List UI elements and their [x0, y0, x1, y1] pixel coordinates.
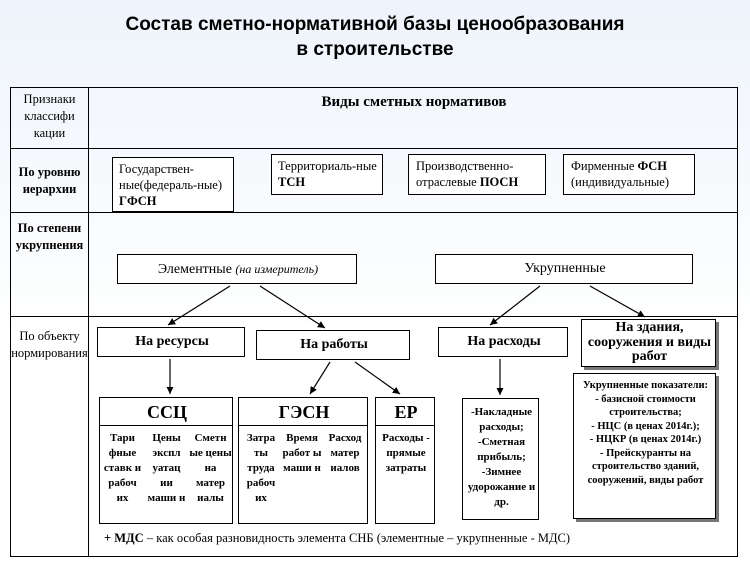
gesn-group: ГЭСН Затра ты труда рабоч их Время работ… [238, 397, 368, 524]
industry-text: Производственно-отраслевые [416, 159, 514, 189]
gesn-col-3: Расход матер иалов [328, 432, 362, 474]
gesn-divider [239, 425, 367, 426]
buildings-box: На здания, сооружения и виды работ [581, 319, 716, 367]
arrow-elemental-resources [167, 285, 231, 326]
row-label-consolidation: По степени укрупнения [15, 221, 84, 252]
enlarged-list: Укрупненные показатели: - базисной стоим… [576, 379, 715, 487]
arrow-elemental-works [259, 285, 326, 329]
firm-text: Фирменные [571, 159, 635, 173]
arrow-works-er [354, 361, 401, 395]
enlarged-list-item-3: - НЦКР (в ценах 2014г.) [589, 434, 702, 445]
ssc-group: ССЦ Тари фные ставк и рабоч их Цены эксп… [99, 397, 233, 524]
works-box: На работы [256, 330, 410, 360]
federal-text: Государствен-ные(федераль-ные) [119, 162, 222, 192]
enlarged-list-item-2: - НЦС (в ценах 2014г.); [591, 420, 700, 432]
expenses-text: На расходы [467, 334, 541, 349]
firm-sub: (индивидуальные) [571, 175, 670, 189]
column-divider [88, 88, 89, 556]
er-title: ЕР [394, 402, 418, 422]
works-text: На работы [300, 337, 368, 352]
expenses-list: -Накладные расходы; -Сметная прибыль; -З… [467, 406, 536, 508]
er-group: ЕР Расходы - прямые затраты [375, 397, 435, 524]
territorial-abbr: ТСН [278, 175, 306, 189]
ssc-divider [100, 425, 232, 426]
er-divider [376, 425, 434, 426]
firm-abbr: ФСН [637, 159, 668, 173]
gesn-title: ГЭСН [278, 402, 330, 422]
gesn-col-1: Затра ты труда рабоч их [246, 432, 276, 504]
elemental-text: Элементные [157, 262, 232, 277]
enlarged-list-item-4: - Прейскуранты на строительство зданий, … [587, 447, 704, 486]
ssc-title: ССЦ [147, 402, 187, 422]
types-header: Виды сметных нормативов [321, 94, 507, 110]
territorial-box: Территориаль-ные ТСН [271, 154, 383, 195]
elemental-note: (на измеритель) [235, 262, 319, 276]
footnote-mds: + МДС [104, 531, 144, 545]
resources-box: На ресурсы [97, 327, 245, 357]
buildings-text: На здания, сооружения и виды работ [587, 320, 712, 364]
gesn-col-2: Время работ ы маши н [282, 432, 322, 474]
federal-abbr: ГФСН [119, 194, 157, 208]
criteria-header: Признаки классифи кации [23, 92, 76, 140]
ssc-col-2: Цены экспл уатац ии маши н [147, 432, 186, 504]
enlarged-list-head: Укрупненные показатели: [582, 380, 709, 391]
row-divider [11, 148, 737, 149]
ssc-col-1: Тари фные ставк и рабоч их [103, 432, 142, 504]
enlarged-list-box: Укрупненные показатели: - базисной стоим… [573, 373, 716, 519]
arrow-works-gesn [309, 361, 331, 395]
expenses-list-box: -Накладные расходы; -Сметная прибыль; -З… [462, 398, 539, 520]
resources-text: На ресурсы [135, 334, 209, 349]
footnote-rest: – как особая разновидность элемента СНБ … [143, 531, 570, 545]
footnote: + МДС – как особая разновидность элемент… [104, 530, 724, 546]
row-label-level: По уровню иерархии [18, 165, 81, 196]
enlarged-box: Укрупненные [435, 254, 693, 284]
industry-abbr: ПОСН [479, 175, 519, 189]
enlarged-list-item-1: - базисной стоимости строительства; [595, 393, 696, 419]
firm-box: Фирменные ФСН (индивидуальные) [563, 154, 695, 195]
ssc-col-3: Сметн ые цены на матер иалы [189, 432, 232, 504]
page-title: Состав сметно-нормативной базы ценообраз… [0, 12, 750, 62]
classification-table: Признаки классифи кации Виды сметных нор… [10, 87, 738, 557]
title-line-1: Состав сметно-нормативной базы ценообраз… [125, 14, 625, 35]
elemental-box: Элементные (на измеритель) [117, 254, 357, 284]
title-line-2: в строительстве [296, 39, 454, 60]
expenses-box: На расходы [438, 327, 568, 357]
row-divider [11, 316, 737, 317]
enlarged-text: Укрупненные [524, 261, 606, 276]
industry-box: Производственно-отраслевые ПОСН [408, 154, 546, 195]
territorial-text: Территориаль-ные [278, 159, 377, 173]
arrow-enlarged-buildings [589, 285, 646, 318]
row-divider [11, 212, 737, 213]
row-label-object: По объекту нормирования [11, 329, 88, 360]
arrow-enlarged-expenses [489, 285, 541, 326]
federal-box: Государствен-ные(федераль-ные) ГФСН [112, 157, 234, 212]
er-col: Расходы - прямые затраты [382, 432, 430, 474]
